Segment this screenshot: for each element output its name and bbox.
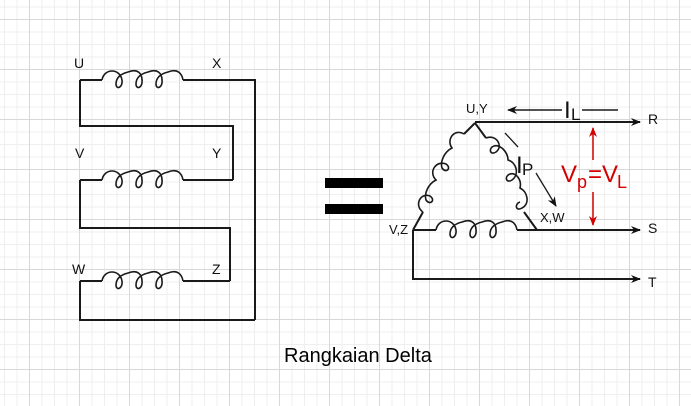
voltage-phase-symbol: V [561,161,577,188]
voltage-line-subscript: L [617,172,627,192]
equals-bar-bottom [325,204,383,214]
line-current-subscript: L [571,105,580,124]
delta-circuit: R S T U,Y V,Z X,W I L I P V p = V L [389,97,658,290]
terminal-label-z: Z [212,261,221,277]
delta-coil-right [474,122,538,231]
equals-bar-top [325,178,383,188]
wire-v-to-z [79,180,231,281]
line-label-r: R [648,111,658,127]
coil-w-z [80,270,230,290]
line-label-s: S [648,220,657,236]
line-label-t: T [648,274,657,290]
terminal-label-y: Y [212,145,222,161]
line-current-symbol: I [564,97,571,124]
voltage-line-symbol: V [602,161,618,188]
wire-w-to-x [79,281,255,321]
node-label-bottom-left: V,Z [389,222,408,237]
terminal-label-u: U [74,55,84,71]
line-current-indicator: I L [507,97,618,124]
wire-u-to-y [79,80,234,180]
coil-v-y [80,169,233,189]
coil-u-x [80,69,256,320]
phase-current-symbol: I [516,152,523,179]
phase-current-subscript: P [522,160,533,179]
node-label-bottom-right: X,W [540,210,565,225]
diagram-caption: Rangkaian Delta [284,345,433,367]
equals-sign [325,178,383,214]
line-t-wire [412,230,641,283]
delta-coil-left [412,122,476,231]
terminal-label-x: X [212,55,222,71]
node-label-top: U,Y [466,101,488,116]
phase-current-arrow [535,172,557,207]
terminal-label-v: V [75,145,85,161]
terminal-label-w: W [72,261,86,277]
voltage-equals: = [588,161,602,188]
phase-current-tail [504,132,519,148]
phase-current-indicator: I P [504,132,557,207]
left-winding-circuit: U X V Y W Z [72,55,256,321]
voltage-phase-subscript: p [577,172,587,192]
voltage-relation-indicator: V p = V L [561,127,627,226]
delta-coil-bottom [413,219,537,239]
